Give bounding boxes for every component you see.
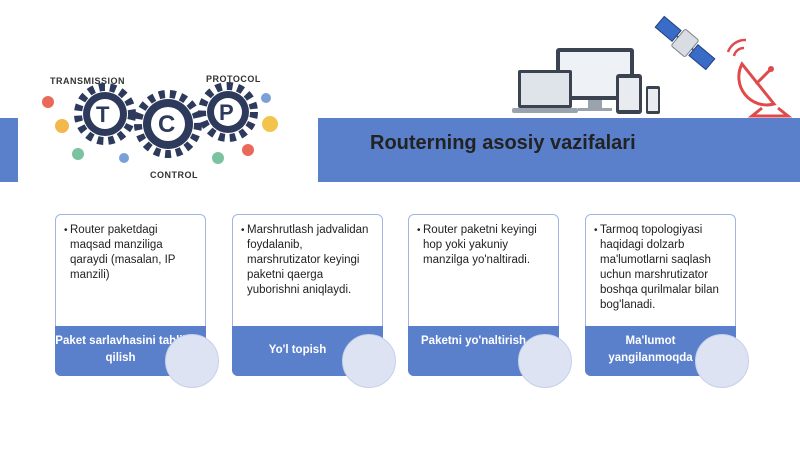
tcp-illustration: TRANSMISSION PROTOCOL CONTROL T: [18, 66, 318, 182]
tcp-word-control: CONTROL: [150, 170, 198, 180]
decorative-circle-icon: [518, 334, 572, 388]
card-text: Marshrutlash jadvalidan foydalanib, mars…: [241, 223, 376, 298]
card-text: Router paketdagi maqsad manziliga qarayd…: [64, 223, 199, 283]
slide-title: Routerning asosiy vazifalari: [370, 132, 636, 154]
satellite-dish-icon: [726, 38, 793, 118]
decorative-circle-icon: [695, 334, 749, 388]
card-text: Tarmoq topologiyasi haqidagi dolzarb ma'…: [594, 223, 729, 313]
satellite-icon: [654, 15, 716, 71]
gear-letter-t: T: [96, 102, 110, 127]
gear-letter-c: C: [158, 111, 176, 138]
tcp-word-protocol: PROTOCOL: [206, 74, 261, 84]
decorative-circle-icon: [342, 334, 396, 388]
card-label: Ma'lumot yangilanmoqda: [608, 335, 693, 364]
card-label: Paket sarlavhasini tahlil qilish: [55, 335, 186, 364]
tcp-word-transmission: TRANSMISSION: [50, 76, 126, 86]
gear-letter-p: P: [219, 100, 234, 125]
card-label: Paketni yo'naltirish: [421, 335, 526, 347]
gears-icon: [42, 82, 278, 164]
decorative-circle-icon: [165, 334, 219, 388]
card-label: Yo'l topish: [268, 344, 327, 356]
devices-icon: [512, 48, 660, 114]
card-text: Router paketni keyingi hop yoki yakuniy …: [417, 223, 552, 268]
